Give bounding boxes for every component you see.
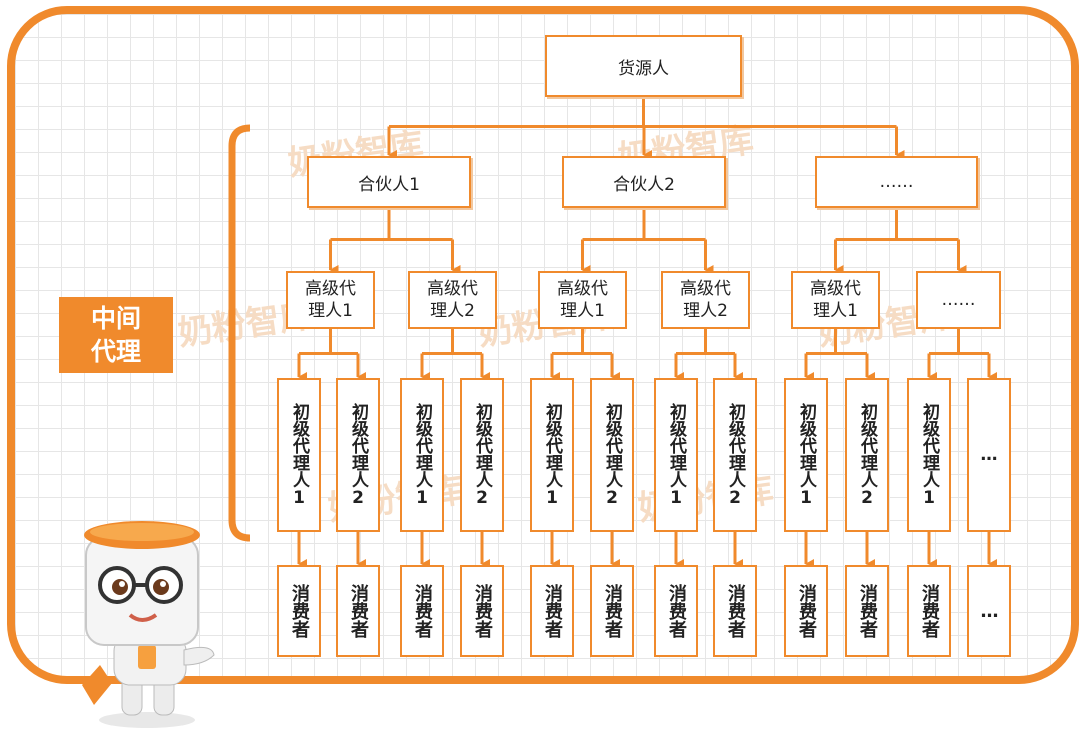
junior-agent-label: 初级代理人2 xyxy=(725,402,745,508)
partner-node: 合伙人1 xyxy=(307,156,471,208)
consumer-label: 消费者 xyxy=(725,584,746,638)
side-label-line1: 中间 xyxy=(90,304,141,333)
partner-node-label: 合伙人2 xyxy=(613,174,675,195)
consumer-label: 消费者 xyxy=(289,584,310,638)
partner-node-label: …… xyxy=(879,172,914,192)
senior-agent-label-line1: 高级代 xyxy=(427,279,478,299)
junior-agent-label: 初级代理人1 xyxy=(289,402,309,508)
senior-agent-label-line1: 高级代 xyxy=(557,279,608,299)
junior-agent-label: 初级代理人2 xyxy=(602,402,622,508)
consumer-label: 消费者 xyxy=(666,584,687,638)
consumer-node: 消费者 xyxy=(590,565,634,657)
bracket xyxy=(228,124,251,542)
side-label-line2: 代理 xyxy=(90,337,141,366)
consumer-node: 消费者 xyxy=(784,565,828,657)
consumer-label: 消费者 xyxy=(919,584,940,638)
senior-agent-label-line2: 理人1 xyxy=(308,301,353,321)
junior-agent-label: 初级代理人1 xyxy=(796,402,816,508)
senior-agent-label-line1: 高级代 xyxy=(680,279,731,299)
junior-agent-node: 初级代理人2 xyxy=(460,378,504,532)
junior-agent-node: 初级代理人2 xyxy=(713,378,757,532)
root-node-supplier: 货源人 xyxy=(545,35,742,97)
consumer-node: 消费者 xyxy=(845,565,889,657)
partner-node-label: 合伙人1 xyxy=(358,174,420,195)
senior-agent-node: 高级代 理人1 xyxy=(538,271,627,329)
junior-agent-node: 初级代理人2 xyxy=(336,378,380,532)
consumer-label: 消费者 xyxy=(412,584,433,638)
consumer-label: … xyxy=(979,600,1000,622)
junior-agent-node: 初级代理人1 xyxy=(400,378,444,532)
senior-agent-node: 高级代 理人2 xyxy=(661,271,750,329)
senior-agent-node: …… xyxy=(916,271,1001,329)
senior-agent-label-line2: 理人1 xyxy=(813,301,858,321)
consumer-node: 消费者 xyxy=(400,565,444,657)
consumer-node: 消费者 xyxy=(530,565,574,657)
junior-agent-node: 初级代理人1 xyxy=(277,378,321,532)
consumer-label: 消费者 xyxy=(796,584,817,638)
consumer-node: 消费者 xyxy=(277,565,321,657)
senior-agent-label-line1: 高级代 xyxy=(810,279,861,299)
consumer-node: 消费者 xyxy=(654,565,698,657)
junior-agent-label: 初级代理人1 xyxy=(412,402,432,508)
junior-agent-label: … xyxy=(979,445,999,465)
junior-agent-node: 初级代理人1 xyxy=(907,378,951,532)
junior-agent-node: 初级代理人1 xyxy=(784,378,828,532)
senior-agent-node: 高级代 理人1 xyxy=(286,271,375,329)
junior-agent-node: 初级代理人2 xyxy=(590,378,634,532)
junior-agent-node: 初级代理人1 xyxy=(654,378,698,532)
senior-agent-label-line2: 理人2 xyxy=(430,301,475,321)
root-node-label: 货源人 xyxy=(618,58,669,79)
consumer-label: 消费者 xyxy=(472,584,493,638)
junior-agent-node: 初级代理人2 xyxy=(845,378,889,532)
partner-node: …… xyxy=(815,156,978,208)
consumer-node: 消费者 xyxy=(907,565,951,657)
senior-agent-node: 高级代 理人1 xyxy=(791,271,880,329)
side-label-intermediate-agent: 中间 代理 xyxy=(59,297,173,373)
senior-agent-label-line2: 理人1 xyxy=(560,301,605,321)
senior-agent-label-line1: …… xyxy=(941,290,976,310)
junior-agent-label: 初级代理人1 xyxy=(919,402,939,508)
junior-agent-node: … xyxy=(967,378,1011,532)
consumer-label: 消费者 xyxy=(602,584,623,638)
consumer-node: 消费者 xyxy=(460,565,504,657)
junior-agent-label: 初级代理人1 xyxy=(542,402,562,508)
consumer-node: 消费者 xyxy=(336,565,380,657)
junior-agent-label: 初级代理人1 xyxy=(666,402,686,508)
consumer-label: 消费者 xyxy=(542,584,563,638)
consumer-node: … xyxy=(967,565,1011,657)
junior-agent-label: 初级代理人2 xyxy=(348,402,368,508)
consumer-node: 消费者 xyxy=(713,565,757,657)
consumer-label: 消费者 xyxy=(857,584,878,638)
junior-agent-label: 初级代理人2 xyxy=(472,402,492,508)
junior-agent-label: 初级代理人2 xyxy=(857,402,877,508)
junior-agent-node: 初级代理人1 xyxy=(530,378,574,532)
mascot-milk-can-icon xyxy=(82,521,215,728)
consumer-label: 消费者 xyxy=(348,584,369,638)
senior-agent-label-line1: 高级代 xyxy=(305,279,356,299)
partner-node: 合伙人2 xyxy=(562,156,726,208)
senior-agent-node: 高级代 理人2 xyxy=(408,271,497,329)
senior-agent-label-line2: 理人2 xyxy=(683,301,728,321)
